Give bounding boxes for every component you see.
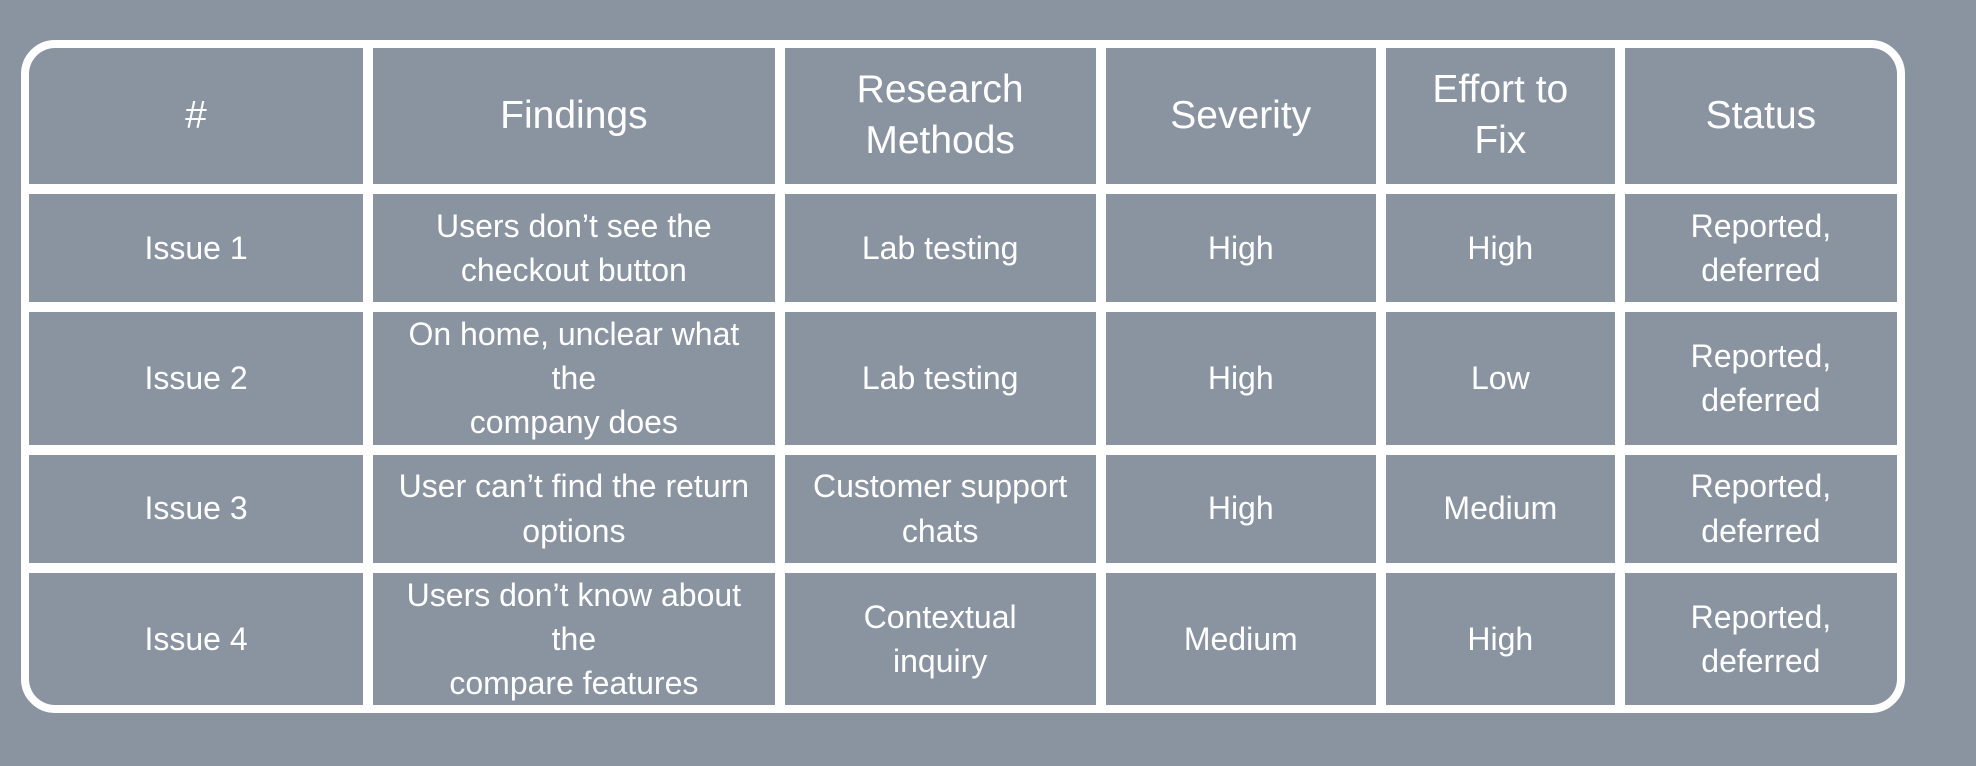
- row1-effort-to-fix-cell: High: [1385, 194, 1615, 303]
- column-header-status: Status: [1624, 48, 1897, 184]
- row3-number-cell: Issue 3: [29, 454, 364, 563]
- row3-status-cell: Reported, deferred: [1624, 454, 1897, 563]
- row2-finding-cell: On home, unclear what the company does: [373, 312, 775, 445]
- row4-severity-cell: Medium: [1105, 572, 1376, 705]
- row4-effort-to-fix-cell: High: [1385, 572, 1615, 705]
- row4-number-cell: Issue 4: [29, 572, 364, 705]
- column-header-severity: Severity: [1105, 48, 1376, 184]
- row1-number-cell: Issue 1: [29, 194, 364, 303]
- row2-effort-to-fix-cell: Low: [1385, 312, 1615, 445]
- row2-number-cell: Issue 2: [29, 312, 364, 445]
- column-header-findings: Findings: [373, 48, 775, 184]
- row1-severity-cell: High: [1105, 194, 1376, 303]
- row1-research-method-cell: Lab testing: [784, 194, 1096, 303]
- row1-status-cell: Reported, deferred: [1624, 194, 1897, 303]
- row4-status-cell: Reported, deferred: [1624, 572, 1897, 705]
- research-findings-table: # Findings Research Methods Severity Eff…: [21, 40, 1905, 713]
- row2-severity-cell: High: [1105, 312, 1376, 445]
- row2-status-cell: Reported, deferred: [1624, 312, 1897, 445]
- row1-finding-cell: Users don’t see the checkout button: [373, 194, 775, 303]
- row4-finding-cell: Users don’t know about the compare featu…: [373, 572, 775, 705]
- row3-severity-cell: High: [1105, 454, 1376, 563]
- row2-research-method-cell: Lab testing: [784, 312, 1096, 445]
- row3-effort-to-fix-cell: Medium: [1385, 454, 1615, 563]
- row4-research-method-cell: Contextual inquiry: [784, 572, 1096, 705]
- column-header-effort-to-fix: Effort to Fix: [1385, 48, 1615, 184]
- column-header-number: #: [29, 48, 364, 184]
- column-header-research-methods: Research Methods: [784, 48, 1096, 184]
- row3-research-method-cell: Customer support chats: [784, 454, 1096, 563]
- row3-finding-cell: User can’t find the return options: [373, 454, 775, 563]
